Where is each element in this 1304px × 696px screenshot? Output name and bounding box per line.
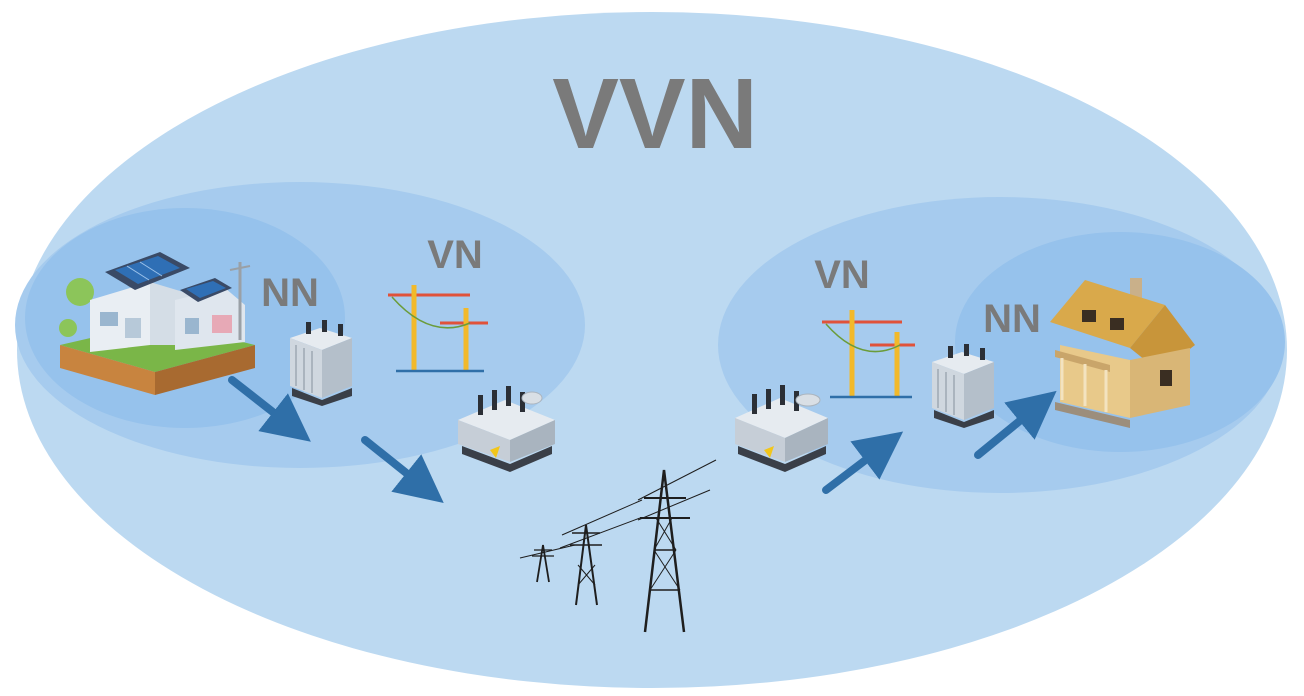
vvn-zone [17, 12, 1287, 688]
distribution-pole-icon [822, 310, 915, 399]
flow-arrow [361, 436, 444, 503]
distribution-pole-icon [388, 285, 488, 373]
solar-house-icon [59, 252, 255, 395]
transmission-tower-icon [519, 544, 576, 583]
transmission-tower-icon [559, 499, 643, 606]
right-vn-label: VN [814, 253, 870, 297]
flow-arrow [974, 390, 1057, 459]
left-vn-label: VN [427, 233, 483, 277]
substation-transformer-icon [458, 386, 555, 472]
right-nn-label: NN [983, 297, 1041, 341]
transmission-tower-icon [637, 459, 717, 633]
flow-arrow [228, 376, 311, 442]
substation-transformer-icon [735, 385, 828, 472]
small-transformer-icon [290, 320, 352, 406]
vvn-label: VVN [552, 58, 758, 170]
house-icon [1050, 278, 1195, 428]
small-transformer-icon [932, 344, 994, 428]
left-nn-label: NN [261, 271, 319, 315]
flow-arrow [822, 431, 904, 494]
